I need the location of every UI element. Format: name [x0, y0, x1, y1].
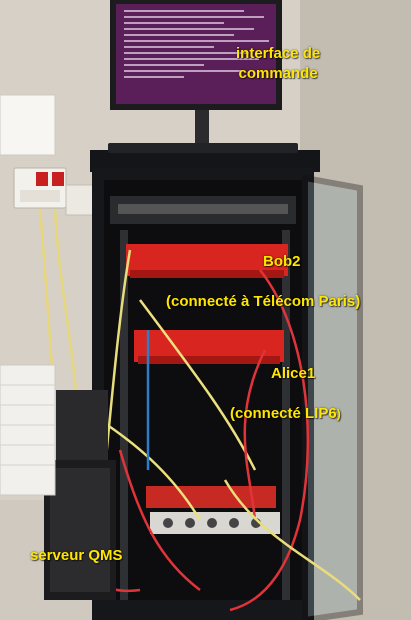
- alice1-label: Alice1: [271, 365, 316, 382]
- bob2-detail: (connecté à Télécom Paris): [166, 293, 361, 310]
- keyboard: [108, 143, 298, 153]
- cli-label-line1: interface de: [236, 45, 321, 62]
- bob2-label: Bob2: [263, 253, 301, 270]
- rack-glass-door: [302, 174, 363, 620]
- cli-label: interface de commande: [236, 44, 320, 85]
- qms-label: serveur QMS: [30, 547, 123, 564]
- cli-label-line2: commande: [238, 65, 318, 83]
- alice1-detail: (connecté LIP6): [230, 404, 341, 424]
- alice1-detail-tail: ): [336, 407, 341, 421]
- alice1-detail-main: (connecté LIP6: [230, 405, 337, 422]
